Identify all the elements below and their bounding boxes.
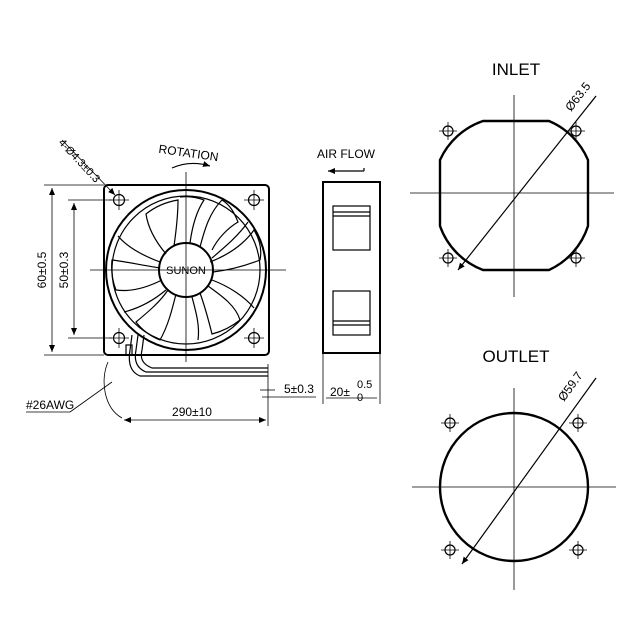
inlet-diameter-label: Ø63.5 bbox=[562, 79, 593, 114]
lead-length-label: 290±10 bbox=[172, 405, 212, 419]
airflow-label: AIR FLOW bbox=[317, 147, 376, 161]
inlet-diameter-dim bbox=[457, 95, 597, 271]
height-outer-label: 60±0.5 bbox=[35, 251, 49, 288]
height-inner-label: 50±0.3 bbox=[57, 251, 71, 288]
lead-wires bbox=[125, 334, 275, 426]
brand-label: SUNON bbox=[166, 265, 206, 277]
thickness-label: 20± bbox=[330, 385, 350, 399]
side-cutout-bottom bbox=[332, 290, 371, 336]
inlet-outline bbox=[438, 119, 590, 272]
wire-gauge-leader bbox=[69, 381, 113, 413]
rotation-arrow bbox=[171, 161, 211, 169]
thickness-upper-tol: 0.5 bbox=[357, 379, 372, 391]
outlet-view: OUTLET Ø59.7 bbox=[412, 347, 616, 590]
inlet-view: INLET Ø63.5 bbox=[410, 60, 614, 297]
outlet-diameter-dim bbox=[461, 377, 597, 565]
outlet-mount-holes bbox=[441, 414, 587, 559]
thickness-lower-tol: 0 bbox=[357, 392, 363, 404]
rotation-label: ROTATION bbox=[158, 142, 220, 164]
side-view: AIR FLOW 20± 0.5 0 bbox=[317, 147, 381, 404]
front-mount-holes bbox=[109, 190, 264, 348]
inlet-mount-holes bbox=[439, 122, 585, 267]
hole-spec-label: 4-Ø4.3±0.3 bbox=[56, 137, 102, 185]
front-view: SUNON ROTATION 4-Ø4.3±0.3 60±0.5 50±0.3 … bbox=[26, 137, 316, 426]
fan-blades bbox=[111, 196, 262, 341]
lead-bend-line bbox=[103, 361, 123, 419]
strip-length-label: 5±0.3 bbox=[284, 382, 314, 396]
side-frame bbox=[322, 181, 381, 354]
outlet-title: OUTLET bbox=[482, 347, 549, 366]
wire-gauge-label: #26AWG bbox=[26, 398, 74, 412]
hole-leader bbox=[61, 139, 116, 196]
side-cutout-top bbox=[332, 205, 371, 251]
inlet-title: INLET bbox=[492, 60, 540, 79]
